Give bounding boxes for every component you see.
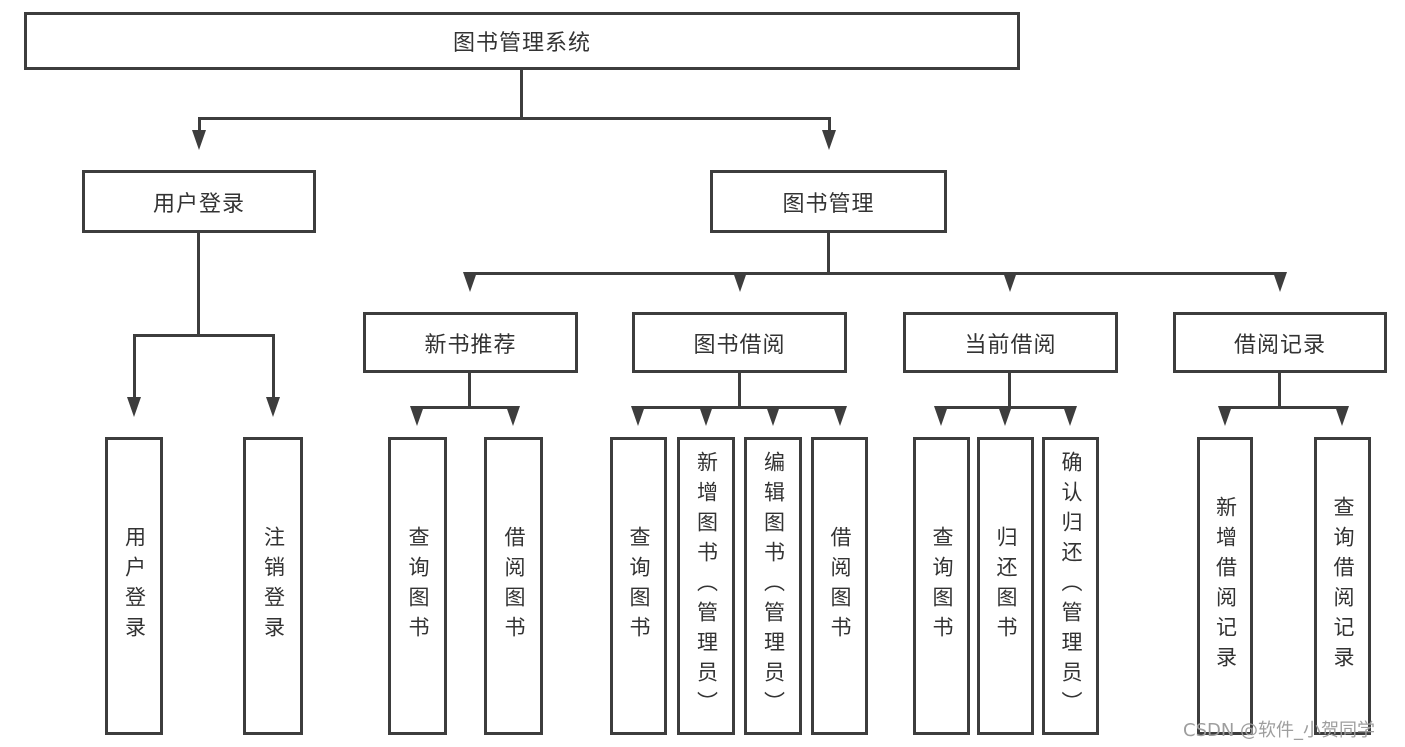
connector-recommend-stem bbox=[468, 372, 471, 407]
arrow-head-icon bbox=[463, 272, 477, 312]
connector-book-management-stem bbox=[827, 233, 830, 274]
arrow-head-icon bbox=[1003, 272, 1017, 312]
arrow-to-user-login bbox=[192, 117, 206, 170]
arrow-head-icon bbox=[410, 406, 424, 446]
arrow-head-icon bbox=[733, 272, 747, 312]
leaf-query-books-current: 查询图书 bbox=[913, 437, 970, 735]
connector-book-management-bar bbox=[470, 272, 1281, 275]
arrow-to-leaf-logout bbox=[266, 334, 280, 437]
arrow-head-icon bbox=[699, 406, 713, 446]
connector-borrow-bar bbox=[637, 406, 841, 409]
arrow-to-leaf-confirm-return bbox=[1063, 406, 1077, 437]
arrow-head-icon bbox=[1273, 272, 1287, 312]
arrow-head-icon bbox=[833, 406, 847, 446]
node-current-borrow: 当前借阅 bbox=[903, 312, 1118, 373]
arrow-head-icon bbox=[266, 397, 280, 437]
leaf-borrow-books-recommend: 借阅图书 bbox=[484, 437, 543, 735]
leaf-logout: 注销登录 bbox=[243, 437, 303, 735]
node-library-system-root: 图书管理系统 bbox=[24, 12, 1020, 70]
arrow-head-icon bbox=[1335, 406, 1349, 446]
csdn-watermark: CSDN @软件_小贺同学 bbox=[1183, 720, 1376, 741]
arrow-to-leaf-query-borrow-record bbox=[1335, 406, 1349, 437]
leaf-confirm-return-admin: 确认归还（管理员） bbox=[1042, 437, 1099, 735]
connector-records-bar bbox=[1224, 406, 1343, 409]
connector-borrow-stem bbox=[738, 372, 741, 407]
arrow-to-current-borrow bbox=[1003, 272, 1017, 312]
arrow-head-icon bbox=[766, 406, 780, 446]
arrow-to-book-management bbox=[822, 117, 836, 170]
arrow-to-leaf-return-books bbox=[998, 406, 1012, 437]
arrow-shaft bbox=[271, 334, 275, 397]
connector-user-login-bar bbox=[134, 334, 274, 337]
arrow-to-new-book-recommend bbox=[463, 272, 477, 312]
leaf-query-books-recommend: 查询图书 bbox=[388, 437, 447, 735]
connector-user-login-stem bbox=[197, 233, 200, 335]
arrow-head-icon bbox=[127, 397, 141, 437]
leaf-query-books-borrow: 查询图书 bbox=[610, 437, 667, 735]
arrow-to-leaf-borrow-books-recommend bbox=[506, 406, 520, 437]
node-user-login: 用户登录 bbox=[82, 170, 316, 233]
arrow-to-leaf-add-books bbox=[699, 406, 713, 437]
node-borrow-records: 借阅记录 bbox=[1173, 312, 1387, 373]
arrow-head-icon bbox=[192, 130, 206, 170]
arrow-to-leaf-query-books-recommend bbox=[410, 406, 424, 437]
arrow-head-icon bbox=[1063, 406, 1077, 446]
arrow-to-leaf-query-books-current bbox=[934, 406, 948, 437]
arrow-to-borrow-records bbox=[1273, 272, 1287, 312]
arrow-to-leaf-user-login bbox=[127, 334, 141, 437]
arrow-to-leaf-borrow-books bbox=[833, 406, 847, 437]
arrow-head-icon bbox=[998, 406, 1012, 446]
connector-recommend-bar bbox=[416, 406, 514, 409]
arrow-shaft bbox=[827, 117, 831, 130]
leaf-add-borrow-record: 新增借阅记录 bbox=[1197, 437, 1253, 735]
arrow-head-icon bbox=[631, 406, 645, 446]
leaf-add-books-admin: 新增图书（管理员） bbox=[677, 437, 735, 735]
connector-current-stem bbox=[1008, 372, 1011, 407]
connector-root-bar bbox=[199, 117, 830, 120]
connector-records-stem bbox=[1278, 372, 1281, 407]
arrow-to-leaf-query-books-borrow bbox=[631, 406, 645, 437]
leaf-query-borrow-record: 查询借阅记录 bbox=[1314, 437, 1371, 735]
node-book-borrow: 图书借阅 bbox=[632, 312, 847, 373]
arrow-to-leaf-edit-books bbox=[766, 406, 780, 437]
arrow-to-leaf-add-borrow-record bbox=[1218, 406, 1232, 437]
arrow-to-book-borrow bbox=[733, 272, 747, 312]
leaf-return-books: 归还图书 bbox=[977, 437, 1034, 735]
arrow-head-icon bbox=[1218, 406, 1232, 446]
arrow-head-icon bbox=[506, 406, 520, 446]
arrow-head-icon bbox=[934, 406, 948, 446]
node-book-management: 图书管理 bbox=[710, 170, 947, 233]
node-new-book-recommend: 新书推荐 bbox=[363, 312, 578, 373]
leaf-borrow-books: 借阅图书 bbox=[811, 437, 868, 735]
arrow-head-icon bbox=[822, 130, 836, 170]
arrow-shaft bbox=[132, 334, 136, 397]
leaf-edit-books-admin: 编辑图书（管理员） bbox=[744, 437, 802, 735]
arrow-shaft bbox=[197, 117, 201, 130]
connector-root-stem bbox=[520, 68, 523, 118]
leaf-user-login: 用户登录 bbox=[105, 437, 163, 735]
